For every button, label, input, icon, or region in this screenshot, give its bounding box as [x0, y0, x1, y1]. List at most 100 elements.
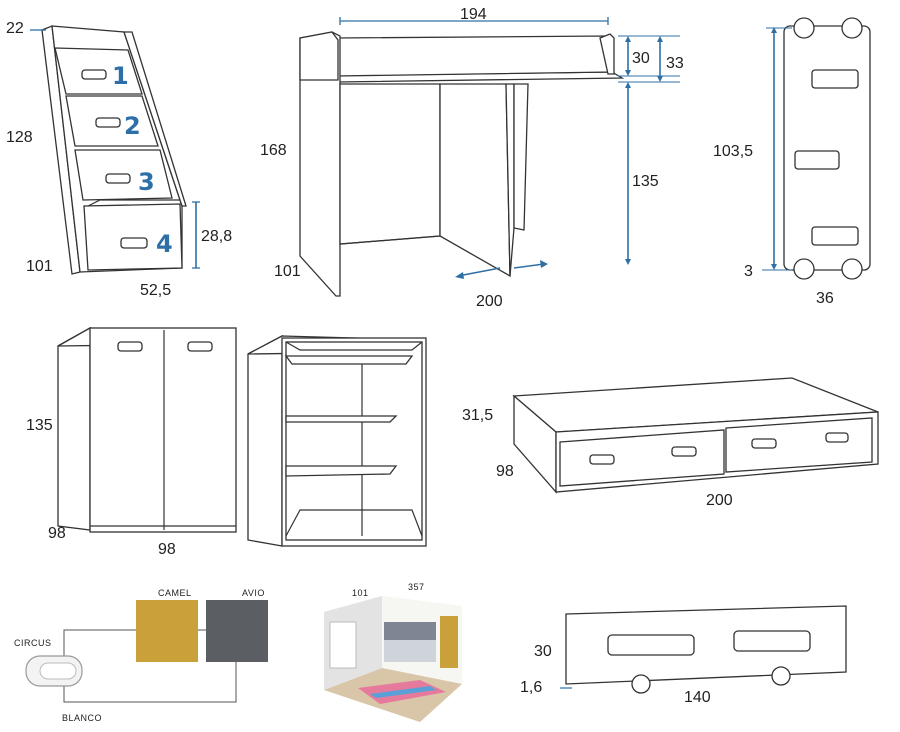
panel-drawing: 30 1,6 140 [520, 605, 847, 706]
stairs-drawing: 1 2 3 4 22 128 101 52,5 28,8 [6, 20, 232, 299]
handle-icon [117, 341, 143, 352]
wardrobe-rail [284, 355, 414, 365]
handle-icon [671, 446, 697, 457]
handle-icon [751, 438, 777, 449]
desk-dim-rail-small: 30 [632, 50, 650, 67]
desk-dim-width: 194 [460, 6, 487, 23]
arrow-head [657, 36, 663, 42]
desk-dim-under: 135 [632, 173, 659, 190]
panel-board [565, 605, 847, 685]
stairs-step-top [87, 199, 180, 207]
desk-floor-line [339, 235, 441, 245]
panel-dim-length: 140 [684, 689, 711, 706]
stairs-dim-height: 128 [6, 129, 33, 146]
wardrobe-dim-width: 98 [158, 541, 176, 558]
ladder-dim-width: 36 [816, 290, 834, 307]
trundle-dim-height: 31,5 [462, 407, 493, 424]
desk-left-top [299, 31, 339, 81]
ladder-drawing: 103,5 3 36 [713, 17, 871, 307]
desk-center-leg [439, 83, 511, 278]
dim-arrow [513, 263, 545, 269]
arrow-head [625, 82, 631, 88]
ladder-dim-height: 103,5 [713, 143, 753, 160]
handle-icon [589, 454, 615, 465]
arrow-head [455, 272, 464, 279]
desk-dim-depth: 101 [274, 263, 301, 280]
panel-dim-gap: 1,6 [520, 679, 542, 696]
desk-back-right [513, 83, 529, 231]
arrow-head [657, 76, 663, 82]
stairs-dim-top: 22 [6, 20, 24, 37]
trundle-drawer-right [725, 417, 873, 473]
wardrobe-open-inner [285, 341, 423, 541]
desk-dim-rail-large: 33 [666, 55, 684, 72]
step-number-3: 3 [138, 168, 155, 196]
handle-icon [81, 69, 107, 80]
arrow-head [625, 70, 631, 76]
wardrobe-closed-drawing: 135 98 98 [26, 326, 237, 558]
finish-label-camel: CAMEL [158, 588, 192, 598]
room-bunk-bed [384, 622, 436, 640]
wardrobe-inner-top [285, 341, 423, 351]
ladder-hook [841, 17, 863, 39]
wardrobe-open-drawing [247, 334, 427, 547]
panel-foot [771, 666, 791, 686]
handle-icon [187, 341, 213, 352]
wardrobe-front [89, 327, 237, 533]
wardrobe-dim-depth: 98 [48, 525, 66, 542]
desk-back-panel [339, 83, 441, 245]
room-dim-a: 101 [352, 588, 369, 598]
finish-label-blanco: BLANCO [62, 713, 102, 723]
handle-icon [105, 173, 131, 184]
panel-dim-height: 30 [534, 643, 552, 660]
wardrobe-dim-height: 135 [26, 417, 53, 434]
arrow-head [540, 260, 548, 268]
handle-icon [95, 117, 121, 128]
finishes-legend: CAMEL AVIO CIRCUS BLANCO [14, 588, 268, 723]
room-rug-stripe [370, 686, 436, 698]
wardrobe-shelf [285, 415, 398, 423]
panel-foot [631, 674, 651, 694]
panel-slot [607, 634, 695, 656]
stairs-edge [123, 31, 187, 207]
arrow-head [625, 259, 631, 265]
wardrobe-side [57, 326, 91, 531]
ladder-rung [811, 69, 859, 89]
panel-slot [733, 630, 811, 652]
ladder-foot [841, 258, 863, 280]
step-number-1: 1 [112, 62, 129, 90]
finish-swatch-camel [136, 600, 198, 662]
wardrobe-open-side [247, 334, 283, 547]
ladder-dim-gap: 3 [744, 263, 753, 280]
ladder-rung [811, 226, 859, 246]
trundle-drawing: 31,5 98 200 [462, 377, 879, 509]
desk-rail [335, 35, 613, 77]
desk-dim-length: 200 [476, 293, 503, 310]
ladder-rung [794, 150, 840, 170]
arrow-head [625, 36, 631, 42]
step-number-2: 2 [124, 112, 141, 140]
ladder-hook [793, 17, 815, 39]
room-window [329, 621, 357, 669]
room-render: 101 357 [324, 582, 462, 722]
trundle-dim-length: 200 [706, 492, 733, 509]
finish-label-avio: AVIO [242, 588, 265, 598]
room-lower-bed [384, 640, 436, 662]
handle-icon [120, 237, 148, 249]
wardrobe-shelf [285, 465, 398, 477]
desk-rail-end [599, 33, 615, 75]
dim-arrow [457, 267, 501, 277]
trundle-drawer-left [559, 429, 725, 487]
room-dim-b: 357 [408, 582, 425, 592]
desk-dim-height: 168 [260, 142, 287, 159]
finish-swatch-avio [206, 600, 268, 662]
wardrobe-floor [285, 509, 423, 537]
stairs-dim-drawer: 28,8 [201, 228, 232, 245]
arrow-head [771, 27, 777, 33]
stairs-dim-width: 52,5 [140, 282, 171, 299]
room-wardrobe [440, 616, 458, 668]
stairs-step-4 [83, 203, 183, 271]
desk-drawing: 194 30 33 135 168 101 200 [260, 6, 684, 310]
circus-handle-inner [39, 662, 77, 680]
ladder-foot [793, 258, 815, 280]
